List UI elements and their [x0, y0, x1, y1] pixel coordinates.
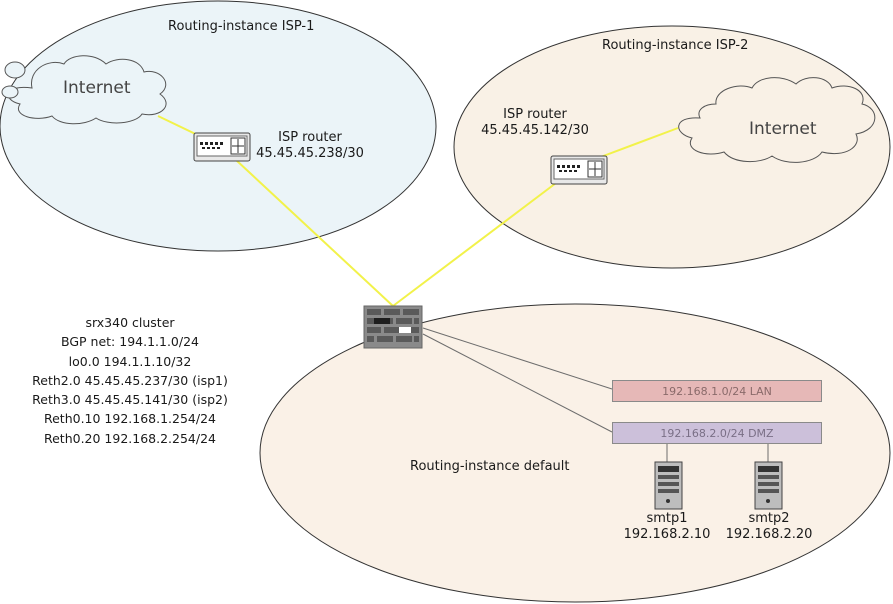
- internet-cloud-right: [678, 77, 876, 163]
- server-icon: [754, 461, 783, 510]
- router-name: ISP router: [503, 107, 567, 122]
- firewall-icon: [363, 305, 423, 349]
- internet-label-left: Internet: [63, 78, 131, 98]
- srx-line: BGP net: 194.1.1.0/24: [60, 334, 199, 350]
- link-isp1-firewall: [235, 159, 394, 307]
- server-name: smtp2: [748, 511, 790, 526]
- default-zone-label: Routing-instance default: [410, 459, 570, 474]
- server-ip: 192.168.2.20: [725, 527, 813, 543]
- internet-label-right: Internet: [749, 119, 817, 139]
- isp2-router-label: ISP router 45.45.45.142/30: [474, 107, 596, 140]
- srx-line: Reth0.10 192.168.1.254/24: [43, 411, 216, 427]
- cloud-puff: [4, 61, 26, 79]
- router-icon: [550, 155, 608, 185]
- link-firewall-lan: [422, 327, 613, 390]
- router-ip: 45.45.45.142/30: [481, 123, 589, 139]
- srx-line: Reth3.0 45.45.45.141/30 (isp2): [32, 392, 228, 408]
- smtp1-label: smtp1 192.168.2.10: [612, 511, 722, 544]
- isp1-zone-label: Routing-instance ISP-1: [168, 19, 315, 34]
- internet-cloud-left: [8, 55, 167, 125]
- cloud-puff: [1, 85, 19, 99]
- default-zone: [259, 303, 891, 603]
- lan-subnet-bar: 192.168.1.0/24 LAN: [612, 380, 822, 402]
- isp1-zone: [0, 0, 437, 252]
- srx-line: Reth0.20 192.168.2.254/24: [43, 430, 216, 446]
- srx-info-block: srx340 cluster BGP net: 194.1.1.0/24 lo0…: [20, 313, 240, 448]
- server-icon: [654, 461, 683, 510]
- router-name: ISP router: [278, 130, 342, 145]
- router-ip: 45.45.45.238/30: [256, 146, 364, 162]
- router-icon: [193, 132, 251, 162]
- srx-line: Reth2.0 45.45.45.237/30 (isp1): [32, 372, 228, 388]
- link-firewall-dmz: [422, 333, 613, 433]
- dmz-subnet-bar: 192.168.2.0/24 DMZ: [612, 422, 822, 444]
- lan-links: [422, 327, 769, 462]
- server-ip: 192.168.2.10: [623, 527, 711, 543]
- link-isp2-cloud: [597, 127, 679, 159]
- srx-line: srx340 cluster: [85, 315, 175, 330]
- isp2-zone-label: Routing-instance ISP-2: [602, 38, 749, 53]
- smtp2-label: smtp2 192.168.2.20: [714, 511, 824, 544]
- link-isp2-firewall: [392, 179, 561, 307]
- server-name: smtp1: [646, 511, 688, 526]
- isp1-router-label: ISP router 45.45.45.238/30: [250, 130, 370, 163]
- yellow-links: [157, 115, 679, 307]
- srx-line: lo0.0 194.1.1.10/32: [68, 353, 192, 369]
